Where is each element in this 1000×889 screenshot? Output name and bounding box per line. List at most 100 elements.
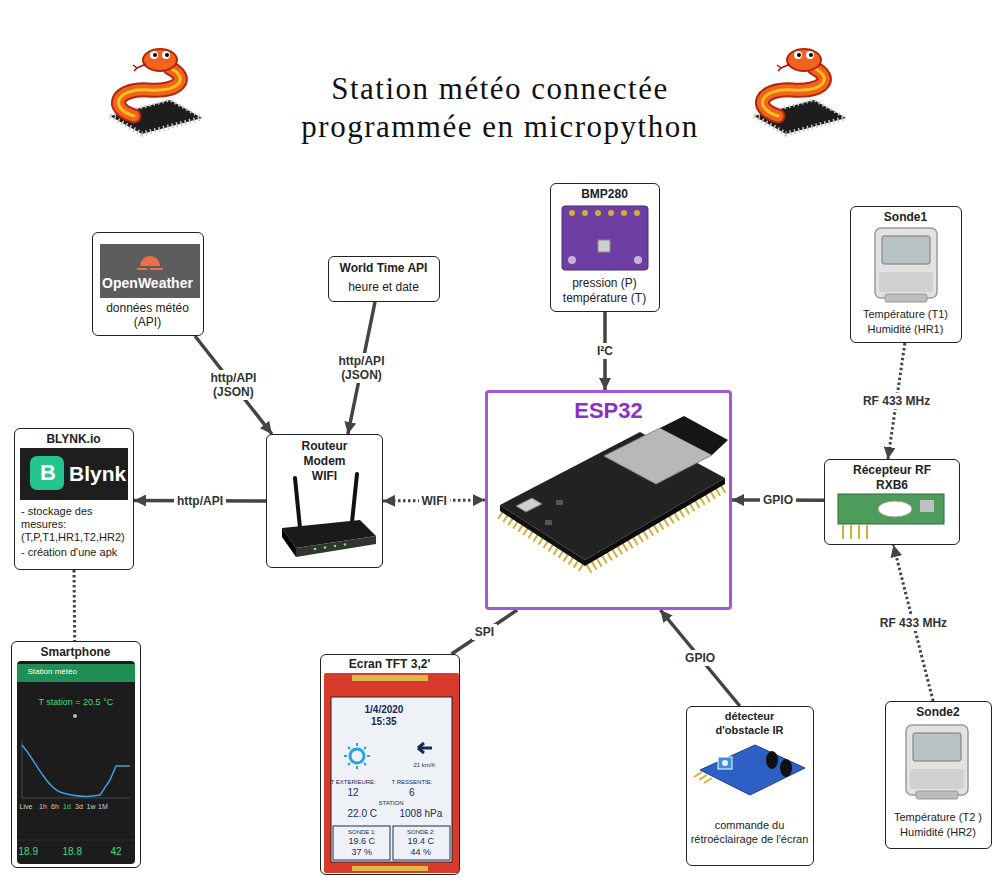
rf-receiver-board-part — [838, 494, 944, 524]
tft-screen-illustration-part — [350, 749, 364, 763]
rf-receiver-board-part — [842, 525, 874, 539]
tft-screen-text: 19.6 C — [349, 837, 376, 847]
node-heading: Routeur Modem WIFI — [295, 439, 354, 484]
router-illustration-part — [352, 474, 357, 522]
node-heading: Sonde2 — [889, 705, 987, 719]
connector-label: http/API (JSON) — [199, 370, 267, 401]
logo-text: OpenWeather — [96, 275, 199, 292]
connector-label: GPIO — [682, 650, 718, 666]
openweather-logo-part — [150, 268, 163, 270]
bmp280-board-part — [582, 210, 588, 216]
ir-sensor-board-part — [718, 757, 732, 769]
phone-screen-text: 1d — [63, 803, 71, 811]
openweather-logo-part — [137, 268, 147, 270]
node-text: - création d'une apk — [21, 546, 131, 559]
openweather-logo-part — [140, 256, 160, 266]
router-illustration — [282, 474, 376, 557]
phone-screen-text: 1M — [98, 803, 108, 811]
connector-label: RF 433 MHz — [860, 393, 933, 409]
ir-sensor-board-part — [699, 775, 707, 780]
smartphone-screen-part — [22, 798, 130, 799]
connector-label: RF 433 MHz — [877, 615, 950, 631]
bmp280-board-part — [634, 256, 642, 264]
node-text: données météo (API) — [96, 301, 199, 330]
sensor-box: BMP280 pression (P) température (T) — [550, 183, 660, 312]
connector-line — [452, 610, 517, 654]
rf-receiver-board — [838, 494, 944, 532]
tft-screen-illustration-part — [352, 866, 428, 871]
router-illustration-part — [344, 543, 347, 546]
tft-screen-text: 1/4/2020 — [365, 704, 404, 715]
tft-screen-text: T EXTERIEURE: — [331, 779, 376, 786]
smartphone-screen-part — [73, 714, 77, 718]
phone-screen-text: 3d — [75, 803, 83, 811]
router-illustration-part — [334, 545, 337, 548]
connector-label: I²C — [594, 343, 616, 359]
rf-receiver-board-part — [920, 500, 934, 512]
phone-screen-text: 1w — [87, 803, 96, 811]
connector-label: GPIO — [760, 492, 796, 508]
router-box: Routeur Modem WIFI — [266, 434, 383, 568]
tft-screen-illustration-part — [333, 826, 390, 860]
phone-screen-text: 42 — [111, 846, 122, 857]
phone-screen-text: 18.8 — [63, 846, 82, 857]
router-illustration-part — [282, 528, 296, 557]
router-illustration-part — [296, 536, 376, 557]
node-text: pression (P) température (T) — [554, 276, 655, 306]
tft-screen-illustration — [324, 673, 459, 873]
smartphone-screen — [17, 661, 135, 864]
tft-screen-text: T RESSENTIE: — [392, 779, 433, 786]
bmp280-board-part — [621, 210, 627, 216]
tft-screen-text: 37 % — [352, 848, 373, 858]
connector-line — [195, 336, 272, 434]
node-heading: Ecran TFT 3,2' — [324, 657, 455, 671]
esp32-board-part — [585, 478, 725, 566]
bmp280-board-part — [608, 210, 614, 216]
connector-label: http/API (JSON) — [327, 353, 395, 384]
micropython-logo — [754, 49, 846, 134]
router-illustration-part — [314, 548, 317, 551]
ir-sensor-board-part — [704, 778, 712, 783]
phone-screen-text: T station = 20.5 °C — [39, 698, 114, 708]
tft-screen-illustration-part — [418, 743, 432, 753]
bmp280-board-part — [562, 206, 648, 270]
node-text: heure et date — [332, 280, 435, 294]
node-text: - stockage des mesures: (T,P,T1,HR1,T2,H… — [21, 505, 131, 545]
esp32-board-part — [660, 416, 728, 455]
api-box: World Time APIheure et date — [328, 256, 440, 302]
ir-sensor-board-part — [722, 760, 728, 766]
ir-sensor-board-part — [766, 751, 778, 769]
tft-screen-illustration-part — [352, 675, 428, 681]
node-text: Température (T1) Humidité (HR1) — [854, 307, 957, 337]
sensor-illustration — [906, 725, 968, 799]
sensor-illustration — [875, 228, 937, 302]
node-text: commande du rétroéclairage de l'écran — [690, 819, 809, 847]
mcu-box: ESP32 — [485, 390, 732, 610]
node-heading: ESP32 — [491, 398, 726, 424]
cloud-box: BLYNK.ioBBlynk- stockage des mesures: (T… — [14, 428, 134, 570]
radio-link — [73, 570, 77, 641]
micropython-logo — [110, 49, 202, 134]
tft-screen-illustration-part — [393, 826, 450, 860]
rf-receiver-board-part — [878, 501, 912, 517]
bmp280-board-part — [568, 256, 576, 264]
tft-screen-illustration-part — [324, 673, 459, 873]
tft-screen-text: 15:35 — [371, 716, 397, 727]
bmp280-board-part — [595, 210, 601, 216]
node-heading: BMP280 — [554, 187, 655, 201]
sensor-box: détecteur d'obstacle IRcommande du rétro… — [686, 706, 814, 866]
esp32-board-part — [556, 500, 563, 505]
esp32-board-part — [545, 520, 552, 525]
phone-screen-text: 18.9 — [19, 846, 38, 857]
bmp280-board-part — [634, 210, 640, 216]
tft-screen-text: 44 % — [411, 848, 432, 858]
bmp280-board — [562, 206, 648, 270]
tft-screen-text: SONDE 1: — [348, 829, 376, 836]
ir-sensor-board-part — [694, 772, 702, 777]
logo-letter: B — [31, 460, 65, 486]
ir-sensor-board-part — [700, 745, 805, 795]
tft-screen-text: 21 km/h — [414, 762, 435, 769]
tft-screen-text: STATION — [379, 800, 404, 807]
node-heading: BLYNK.io — [18, 432, 129, 446]
